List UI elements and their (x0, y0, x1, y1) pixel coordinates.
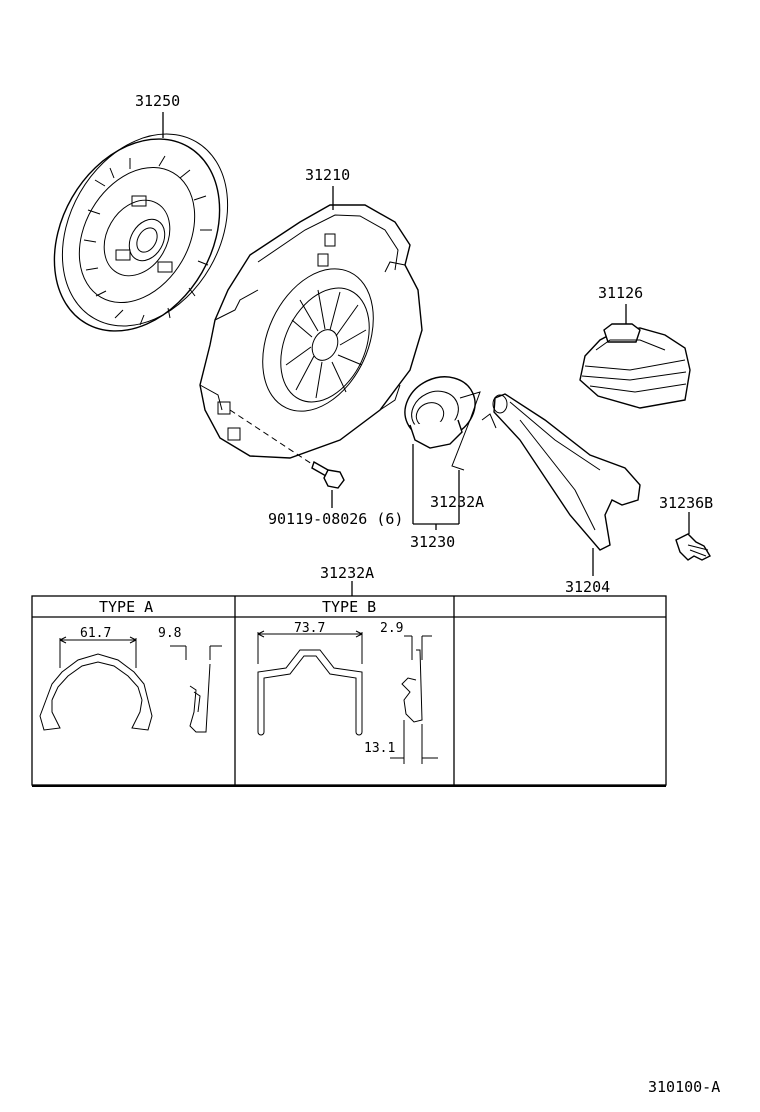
type-b-clip (257, 630, 438, 764)
type-b-width-dim: 73.7 (294, 621, 325, 636)
figure-code: 310100-A (648, 1078, 720, 1096)
bolt-label: 90119-08026 (6) (268, 510, 403, 528)
hub-clip-label: 31232A (430, 493, 484, 511)
type-b-depth-dim: 2.9 (380, 621, 403, 636)
clutch-disc[interactable] (21, 104, 261, 361)
bearing-assembly-label: 31230 (410, 533, 455, 551)
release-fork[interactable] (481, 393, 641, 551)
bolt[interactable] (229, 409, 345, 489)
clutch-cover[interactable] (199, 204, 423, 459)
table-header-part-label: 31232A (320, 564, 374, 582)
release-fork-label: 31204 (565, 578, 610, 596)
clip-type-table (31, 581, 667, 787)
release-bearing[interactable] (395, 366, 486, 471)
type-a-heading: TYPE A (99, 598, 153, 616)
type-b-heading: TYPE B (322, 598, 376, 616)
clutch-cover-label: 31210 (305, 166, 350, 184)
type-a-width-dim: 61.7 (80, 626, 111, 641)
fork-support[interactable] (675, 533, 711, 561)
type-a-clip (39, 636, 222, 733)
type-b-height-dim: 13.1 (364, 741, 395, 756)
type-a-depth-dim: 9.8 (158, 626, 181, 641)
clutch-disc-label: 31250 (135, 92, 180, 110)
fork-support-label: 31236B (659, 494, 713, 512)
boot-label: 31126 (598, 284, 643, 302)
boot[interactable] (579, 323, 691, 409)
